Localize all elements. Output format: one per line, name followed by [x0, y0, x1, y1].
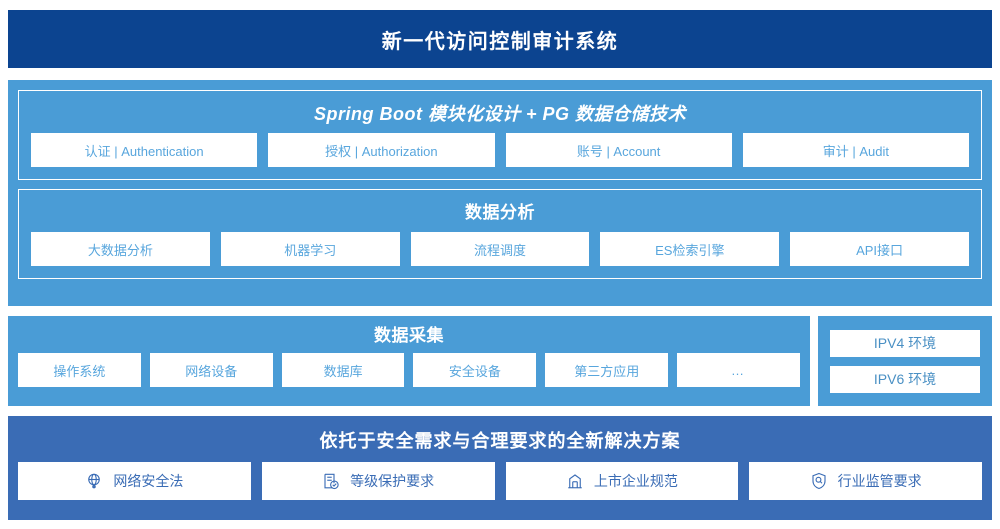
chip-process-scheduling[interactable]: 流程调度	[410, 232, 590, 266]
chip-authentication[interactable]: 认证 | Authentication	[31, 133, 258, 167]
chip-database[interactable]: 数据库	[281, 353, 405, 387]
chip-more[interactable]: …	[677, 353, 800, 387]
chip-ipv6-environment[interactable]: IPV6 环境	[830, 365, 980, 393]
chip-listed-company-standard[interactable]: 上市企业规范	[505, 462, 739, 500]
solution-title: 依托于安全需求与合理要求的全新解决方案	[319, 431, 681, 451]
chip-network-device[interactable]: 网络设备	[149, 353, 273, 387]
chip-big-data-analysis[interactable]: 大数据分析	[31, 232, 210, 266]
chip-classified-protection[interactable]: 等级保护要求	[261, 462, 495, 500]
bank-icon	[566, 472, 584, 490]
solution-panel: 依托于安全需求与合理要求的全新解决方案 网络安全法	[8, 416, 992, 520]
solution-chip-row: 网络安全法 等级保护要求	[18, 462, 982, 500]
spring-boot-title: Spring Boot 模块化设计 + PG 数据仓储技术	[313, 104, 686, 124]
page-title: 新一代访问控制审计系统	[381, 30, 619, 53]
chip-security-device[interactable]: 安全设备	[413, 353, 537, 387]
chip-cybersecurity-law[interactable]: 网络安全法	[18, 462, 251, 500]
chip-third-party-app[interactable]: 第三方应用	[545, 353, 669, 387]
data-analysis-title: 数据分析	[465, 203, 535, 222]
chip-industry-regulation[interactable]: 行业监管要求	[749, 462, 982, 500]
shield-search-icon	[810, 472, 828, 490]
chip-account[interactable]: 账号 | Account	[505, 133, 732, 167]
spring-boot-chip-row: 认证 | Authentication 授权 | Authorization 账…	[31, 133, 969, 167]
chip-label: 上市企业规范	[593, 473, 678, 489]
data-collection-chip-row: 操作系统 网络设备 数据库 安全设备 第三方应用 …	[18, 353, 800, 387]
globe-icon	[85, 472, 103, 490]
data-collection-panel: 数据采集 操作系统 网络设备 数据库 安全设备 第三方应用 …	[8, 316, 810, 406]
environment-panel: IPV4 环境 IPV6 环境	[818, 316, 992, 406]
chip-audit[interactable]: 审计 | Audit	[742, 133, 969, 167]
spring-boot-section: Spring Boot 模块化设计 + PG 数据仓储技术 认证 | Authe…	[18, 90, 982, 180]
header-banner: 新一代访问控制审计系统	[8, 10, 992, 68]
chip-es-search-engine[interactable]: ES检索引擎	[600, 232, 780, 266]
platform-panel: Spring Boot 模块化设计 + PG 数据仓储技术 认证 | Authe…	[8, 80, 992, 306]
chip-api-interface[interactable]: API接口	[790, 232, 969, 266]
data-analysis-section: 数据分析 大数据分析 机器学习 流程调度 ES检索引擎 API接口	[18, 189, 982, 279]
chip-ipv4-environment[interactable]: IPV4 环境	[830, 329, 980, 357]
chip-machine-learning[interactable]: 机器学习	[220, 232, 400, 266]
chip-authorization[interactable]: 授权 | Authorization	[268, 133, 495, 167]
data-collection-title: 数据采集	[374, 326, 444, 345]
chip-label: 等级保护要求	[350, 473, 435, 489]
data-analysis-chip-row: 大数据分析 机器学习 流程调度 ES检索引擎 API接口	[31, 232, 969, 266]
chip-label: 网络安全法	[113, 473, 184, 489]
chip-operating-system[interactable]: 操作系统	[18, 353, 141, 387]
document-check-icon	[322, 472, 340, 490]
chip-label: 行业监管要求	[837, 473, 922, 489]
